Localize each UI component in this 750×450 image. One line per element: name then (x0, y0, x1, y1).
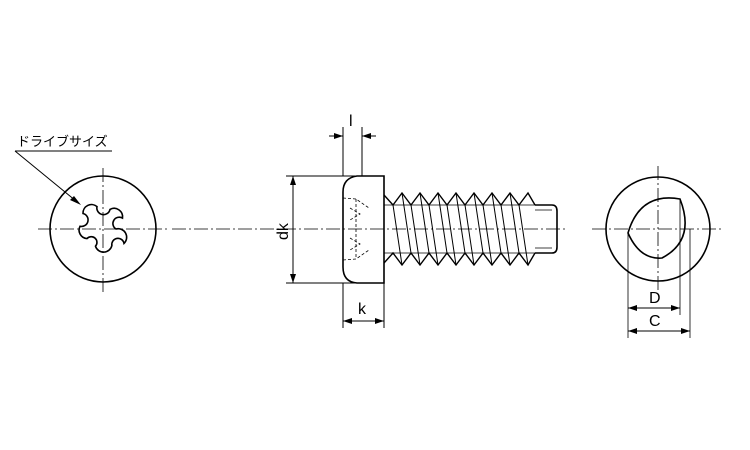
dimension-k (342, 283, 385, 328)
head-outer-circle (49, 175, 157, 283)
thread-outer-circle (605, 176, 711, 282)
dimension-dk-label: dk (275, 222, 292, 240)
dimension-l (329, 127, 376, 176)
drive-size-label: ドライブサイズ (17, 134, 108, 149)
dimension-l-label: l (349, 113, 353, 130)
tip-end-view (592, 166, 724, 338)
dimension-c (628, 328, 690, 334)
thread-flanks (392, 192, 529, 266)
torx-recess (78, 203, 128, 253)
trilobular-profile (627, 197, 686, 259)
head-front-view (38, 168, 168, 292)
head-recess-hidden (342, 197, 370, 261)
screw-tip (535, 204, 558, 254)
dimension-c-label: C (649, 313, 661, 330)
dimension-d (628, 305, 680, 311)
dimension-d-label: D (649, 290, 661, 307)
thread-bottom (383, 251, 536, 267)
dimension-k-label: k (358, 301, 367, 318)
screw-head (342, 175, 385, 284)
dimension-dk (286, 175, 357, 284)
drive-size-leader (14, 150, 112, 205)
thread-top (383, 191, 536, 207)
screw-side-view (172, 175, 565, 284)
